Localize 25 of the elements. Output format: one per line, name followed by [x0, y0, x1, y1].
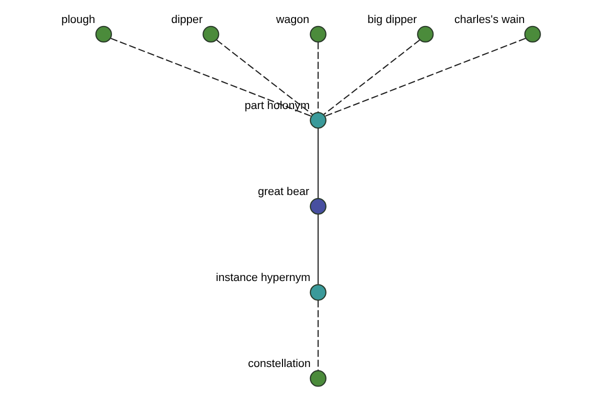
node-label: charles's wain	[454, 14, 524, 26]
node-circle	[309, 26, 326, 43]
node-label: great bear	[257, 186, 309, 198]
node-circle	[309, 370, 326, 387]
connector	[110, 38, 311, 117]
connector	[317, 214, 318, 284]
connector	[324, 38, 526, 117]
node-label: big dipper	[366, 14, 416, 26]
connector	[323, 40, 420, 115]
node-circle	[524, 26, 540, 43]
node-circle	[309, 112, 326, 129]
node-circle	[309, 198, 326, 215]
node-label: wagon	[276, 14, 309, 26]
connector	[317, 300, 318, 370]
node-circle	[202, 26, 219, 43]
node-circle	[94, 26, 112, 43]
node-label: plough	[60, 14, 95, 26]
node-circle	[309, 284, 326, 301]
connector	[216, 40, 312, 115]
connector	[317, 42, 318, 112]
connector	[317, 128, 318, 198]
node-circle	[416, 26, 434, 43]
node-label: instance hypernym	[215, 272, 310, 284]
node-label: constellation	[248, 358, 310, 370]
node-label: dipper	[170, 14, 202, 26]
